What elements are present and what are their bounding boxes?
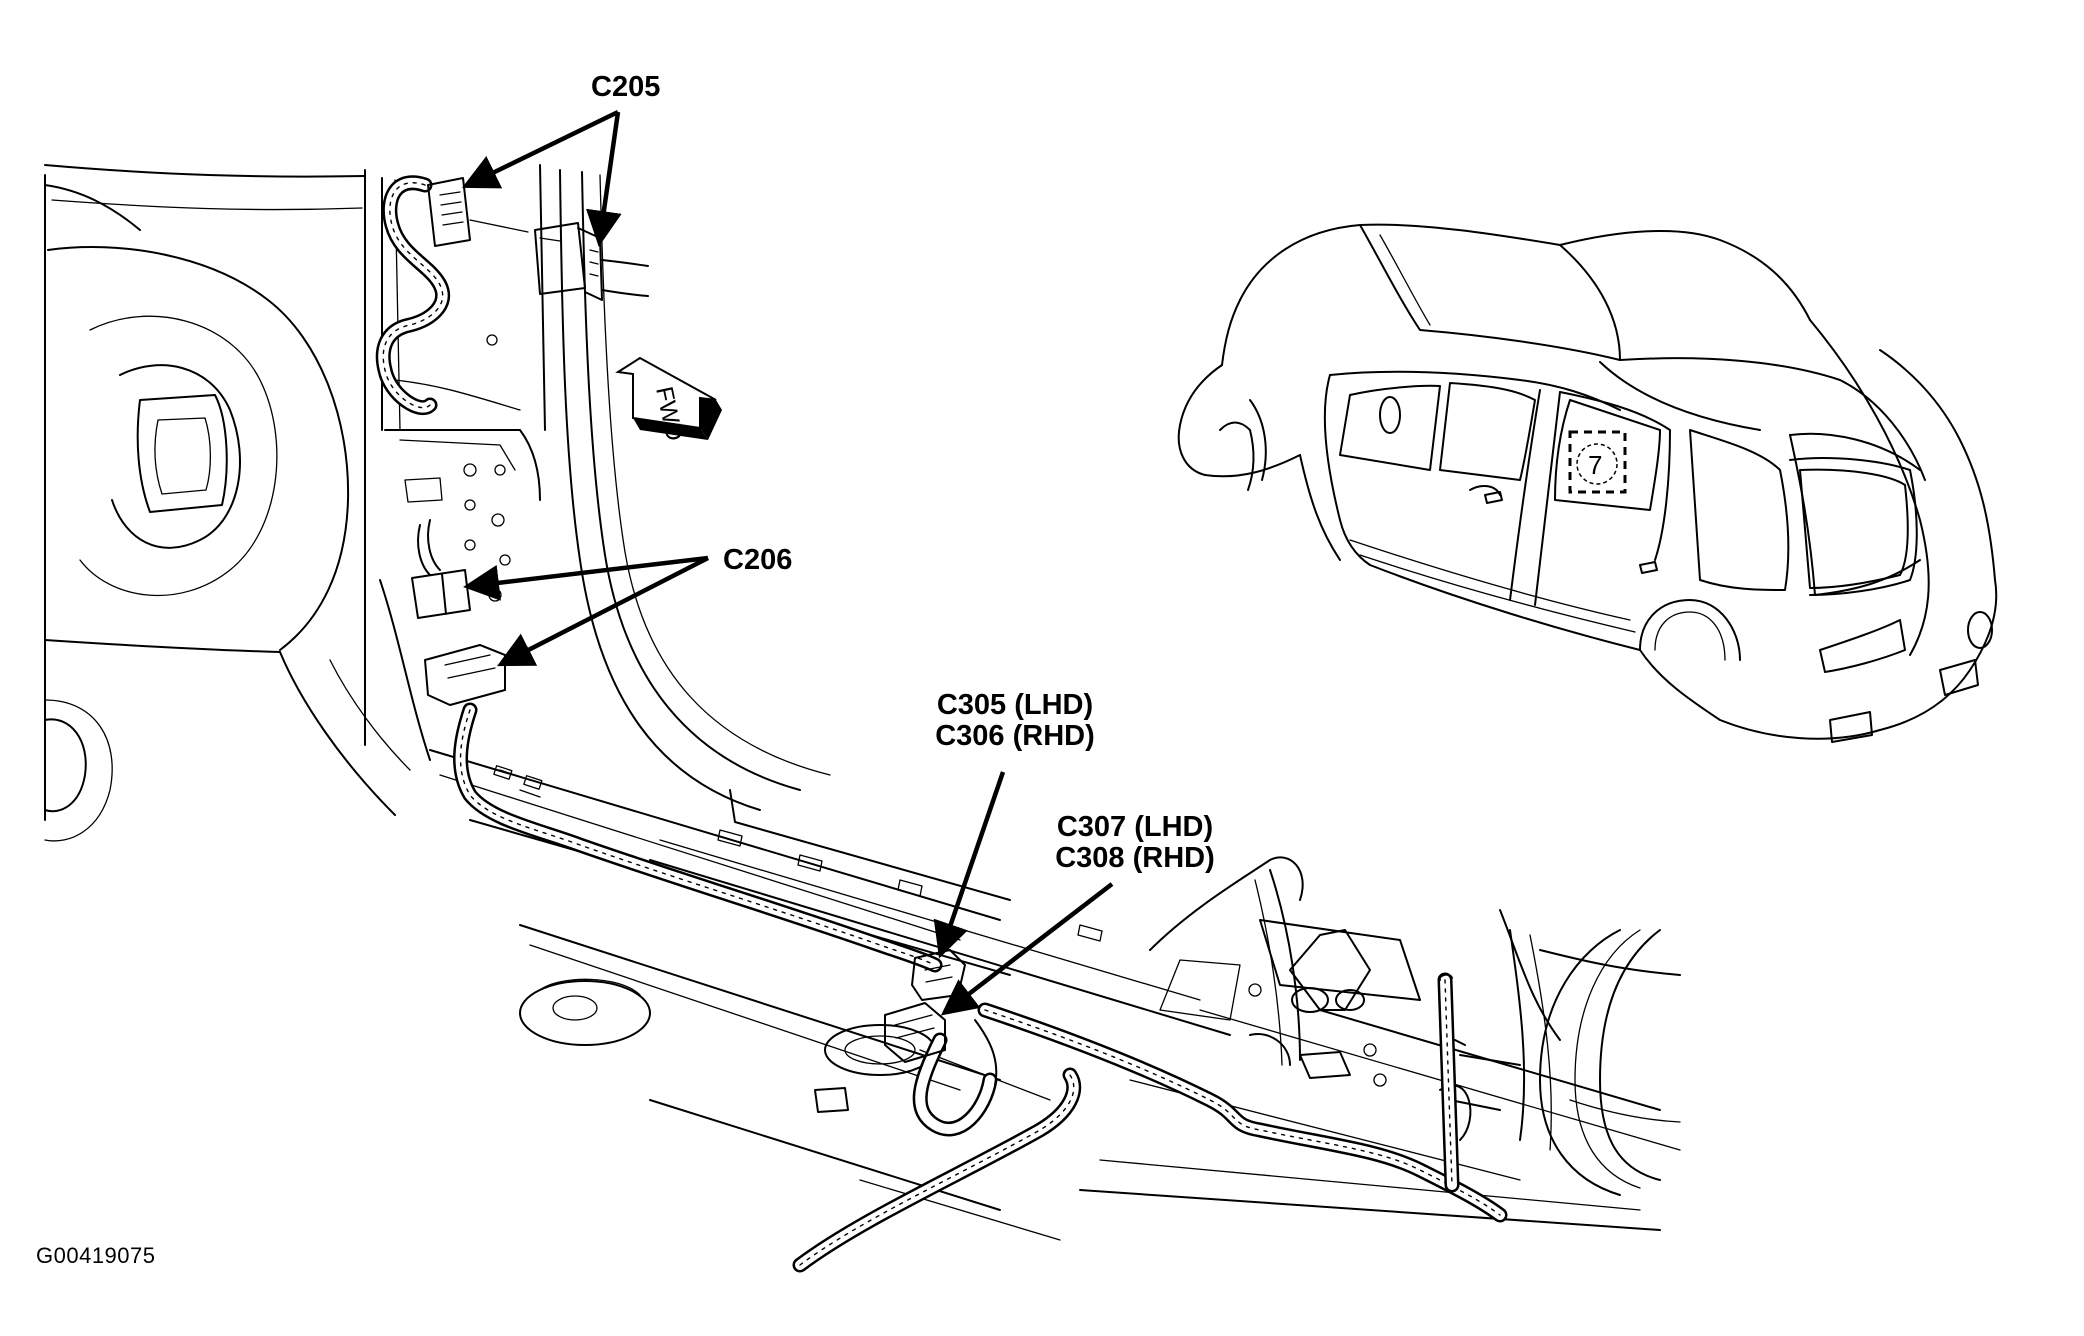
floor-pan [519, 924, 1681, 1241]
locator-badge: 7 [1568, 430, 1627, 494]
callout-c307-lhd: C307 (LHD) [1056, 811, 1214, 843]
callout-c206: C206 [723, 544, 793, 576]
b-pillar [364, 164, 831, 811]
wiring-harness [375, 175, 1508, 1273]
connector-c206-upper [411, 569, 471, 619]
connector-c205-upper [427, 177, 561, 247]
rocker-sill [429, 749, 1231, 1036]
fwd-arrow: FWD [615, 356, 722, 443]
callout-c307-c308: C307 (LHD) C308 (RHD) [1045, 812, 1225, 874]
figure-id: G00419075 [36, 1243, 156, 1268]
connector-c205-lower [534, 222, 649, 301]
rear-wheel-well [1149, 856, 1681, 1196]
leader-lines [461, 109, 1114, 1016]
locator-badge-number: 7 [1588, 450, 1602, 480]
connector-c206-lower [424, 644, 506, 706]
connector-c305 [911, 949, 966, 1001]
connector-c307 [884, 1002, 946, 1063]
vehicle-locator: 7 [1177, 223, 1998, 743]
body-panel-left [44, 164, 411, 842]
callout-c205: C205 [591, 71, 661, 103]
callout-c308-rhd: C308 (RHD) [1055, 842, 1215, 874]
callout-c305-c306: C305 (LHD) C306 (RHD) [930, 690, 1100, 752]
callout-c306-rhd: C306 (RHD) [935, 720, 1095, 752]
callout-c305-lhd: C305 (LHD) [936, 689, 1094, 721]
